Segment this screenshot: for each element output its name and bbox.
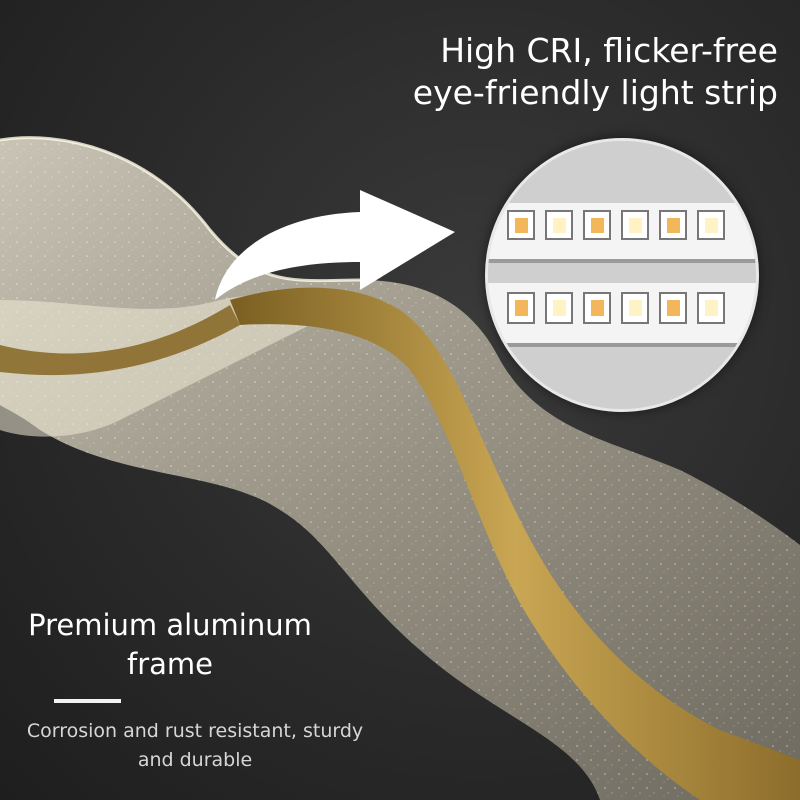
feature-desc-line2: and durable <box>137 749 253 771</box>
feature-description: Corrosion and rust resistant, sturdy and… <box>0 717 390 775</box>
divider <box>54 699 121 703</box>
led-row-top <box>507 210 725 240</box>
feature-desc-line1: Corrosion and rust resistant, sturdy <box>26 720 364 742</box>
acrylic-fold <box>0 296 320 437</box>
led-row-bottom <box>507 292 725 324</box>
arrow <box>215 190 455 300</box>
headline-line1: High CRI, flicker-free <box>440 31 778 70</box>
feature-title-line1: Premium aluminum <box>28 608 312 642</box>
feature-title: Premium aluminum frame <box>0 606 340 684</box>
led-strip-closeup: 7MM <box>485 138 759 412</box>
headline-line2: eye-friendly light strip <box>412 73 778 112</box>
gold-frame <box>230 287 800 800</box>
feature-title-line2: frame <box>127 647 213 681</box>
headline: High CRI, flicker-free eye-friendly ligh… <box>358 30 778 114</box>
